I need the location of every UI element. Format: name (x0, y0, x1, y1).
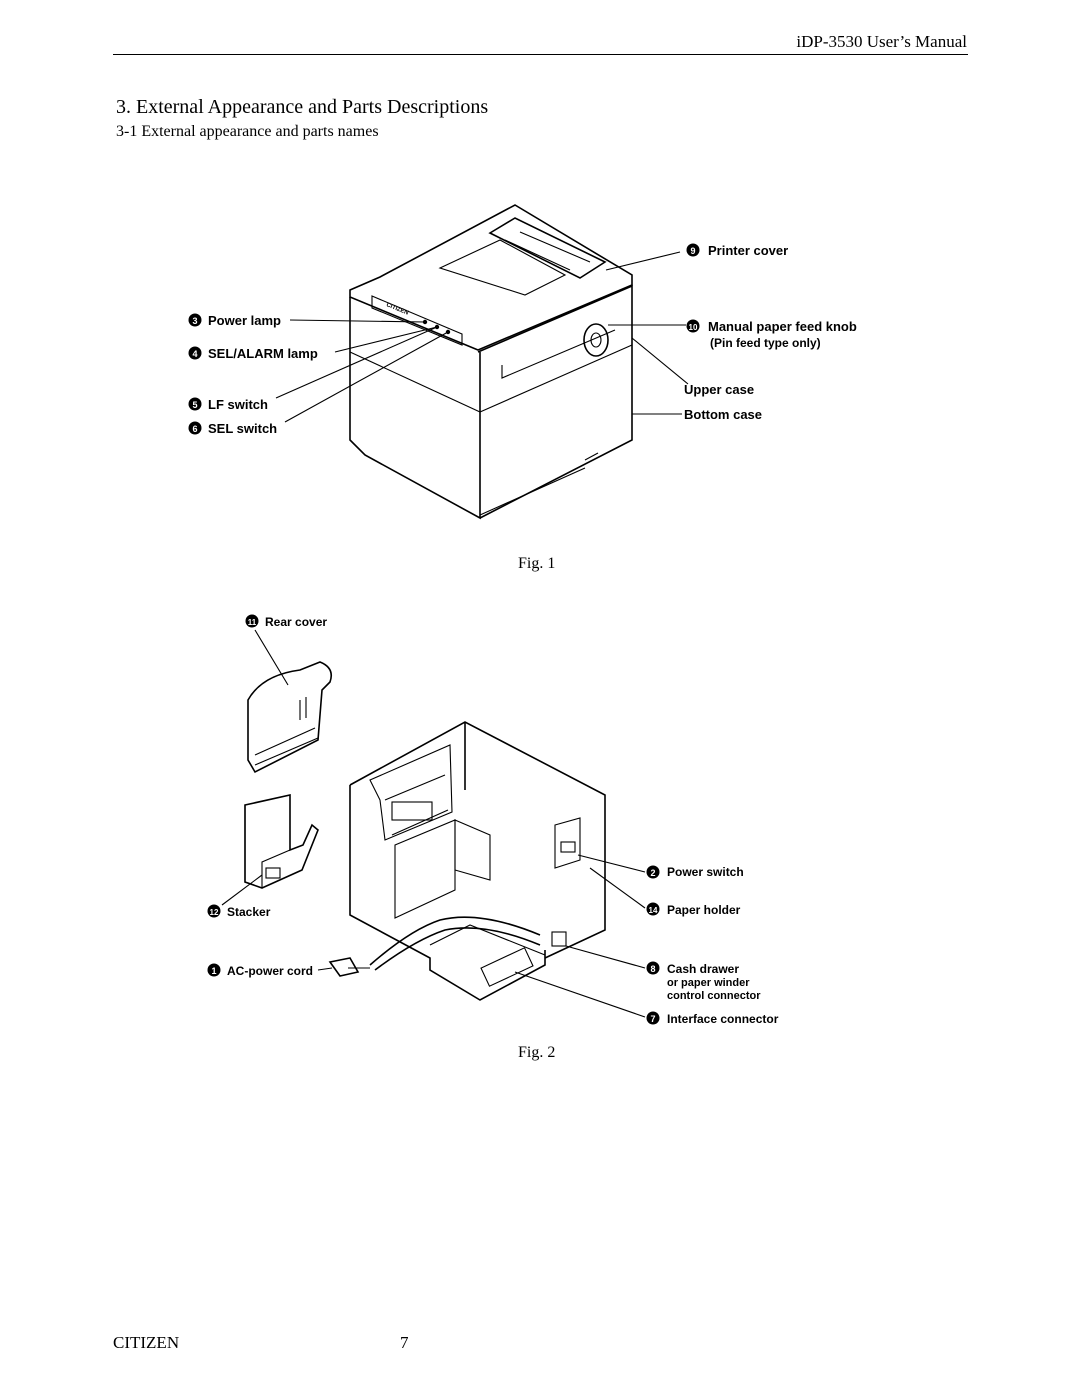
svg-text:9: 9 (690, 246, 695, 256)
svg-text:Stacker: Stacker (227, 905, 271, 919)
svg-text:Power switch: Power switch (667, 865, 744, 879)
svg-text:or paper winder: or paper winder (667, 977, 750, 989)
svg-text:5: 5 (192, 400, 197, 410)
svg-text:6: 6 (192, 424, 197, 434)
rear-cover-illustration (247, 661, 333, 774)
svg-text:1: 1 (211, 966, 216, 976)
svg-text:Bottom case: Bottom case (684, 407, 762, 422)
running-header-title: iDP-3530 User’s Manual (796, 32, 967, 51)
page-number: 7 (400, 1333, 409, 1352)
callout-sel-switch: 6 SEL switch (188, 331, 449, 436)
svg-text:7: 7 (650, 1014, 655, 1024)
svg-text:8: 8 (650, 964, 655, 974)
callout-cash-drawer: 8 Cash drawer or paper winder control co… (565, 945, 761, 1002)
svg-text:Cash drawer: Cash drawer (667, 962, 739, 976)
header-rule (113, 54, 968, 55)
callout-ac-power-cord: 1 AC-power cord (207, 963, 333, 978)
svg-text:AC-power cord: AC-power cord (227, 964, 313, 978)
svg-text:14: 14 (649, 906, 658, 915)
callout-upper-case: Upper case (631, 337, 754, 397)
svg-text:Upper case: Upper case (684, 382, 754, 397)
svg-text:Manual paper feed knob: Manual paper feed knob (708, 319, 857, 334)
callout-sel-alarm-lamp: 4 SEL/ALARM lamp (188, 326, 438, 361)
svg-text:12: 12 (210, 908, 219, 917)
figure-1-caption: Fig. 1 (518, 555, 556, 572)
svg-text:2: 2 (650, 868, 655, 878)
figure-2-printer-rear: 11 Rear cover 2 Power switch 12 Stacker … (207, 614, 779, 1026)
svg-text:Power lamp: Power lamp (208, 313, 281, 328)
callout-power-lamp: 3 Power lamp (188, 313, 426, 328)
stacker-illustration (244, 794, 319, 889)
svg-text:(Pin feed type only): (Pin feed type only) (710, 336, 821, 350)
svg-text:LF switch: LF switch (208, 397, 268, 412)
svg-text:10: 10 (689, 323, 698, 332)
callout-rear-cover: 11 Rear cover (245, 614, 327, 686)
callout-interface-connector: 7 Interface connector (514, 971, 779, 1026)
callout-power-switch: 2 Power switch (577, 854, 744, 879)
callout-paper-holder: 14 Paper holder (589, 867, 741, 917)
callout-manual-paper-feed-knob: 10 Manual paper feed knob (Pin feed type… (608, 319, 857, 350)
callout-printer-cover: 9 Printer cover (605, 243, 788, 271)
svg-text:11: 11 (248, 618, 257, 627)
svg-text:Interface connector: Interface connector (667, 1012, 779, 1026)
callout-bottom-case: Bottom case (632, 407, 762, 422)
callout-stacker: 12 Stacker (207, 874, 271, 919)
svg-text:Paper holder: Paper holder (667, 903, 741, 917)
figure-1-printer-front: CITIZEN 9 Printer cover 3 Power lamp 10 … (188, 204, 857, 520)
printer-rear-illustration (328, 721, 606, 1001)
svg-text:control connector: control connector (667, 990, 761, 1002)
callout-lf-switch: 5 LF switch (188, 326, 438, 412)
section-title: 3. External Appearance and Parts Descrip… (116, 96, 489, 118)
subsection-title: 3-1 External appearance and parts names (116, 123, 379, 140)
svg-text:3: 3 (192, 316, 197, 326)
svg-text:SEL/ALARM lamp: SEL/ALARM lamp (208, 346, 318, 361)
printer-front-illustration: CITIZEN (349, 204, 633, 520)
svg-text:Printer cover: Printer cover (708, 243, 788, 258)
footer-brand: CITIZEN (113, 1333, 180, 1352)
figure-2-caption: Fig. 2 (518, 1044, 556, 1061)
svg-text:4: 4 (192, 349, 197, 359)
svg-text:Rear cover: Rear cover (265, 615, 327, 629)
svg-text:SEL switch: SEL switch (208, 421, 277, 436)
